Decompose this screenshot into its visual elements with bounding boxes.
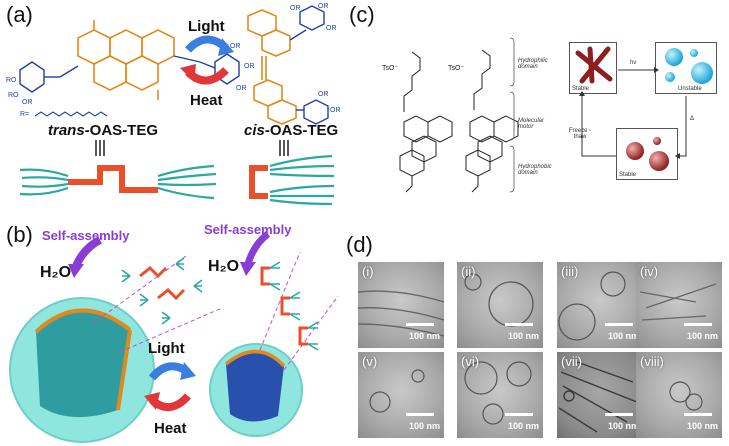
tso-label-1: TsO⁻: [382, 65, 399, 72]
r-definition: R=: [20, 111, 30, 118]
panel-c-structures: [399, 37, 519, 193]
scale-text-iii: 100 nm: [607, 331, 639, 341]
svg-text:OR: OR: [290, 5, 301, 12]
scale-bar-vii: [605, 413, 633, 416]
scale-text-viii: 100 nm: [686, 421, 718, 431]
svg-text:OR: OR: [236, 85, 247, 92]
tem-image-vii: (vii) 100 nm: [557, 352, 643, 438]
tem-image-vi: (vi) 100 nm: [457, 352, 543, 438]
tem-label-v: (v): [362, 354, 378, 369]
svg-text:OR: OR: [22, 99, 33, 106]
panel-b-figure: [9, 231, 339, 443]
trans-cartoon: [19, 164, 217, 200]
self-assembly-label-2: Self-assembly: [204, 222, 292, 237]
panel-a-figure: RO RO OR OR OR OR OR OR OR OR OR: [6, 3, 340, 205]
water-label-2: H₂O: [208, 258, 240, 275]
scale-bar-iii: [605, 323, 633, 326]
unstable-label: Unstable: [678, 86, 702, 92]
svg-text:OR: OR: [230, 43, 241, 50]
tem-label-ii: (ii): [461, 264, 476, 279]
stable-spheres-box: Stable: [616, 128, 678, 180]
tem-label-iii: (iii): [561, 264, 579, 279]
cis-oas-teg-label: cis-OAS-TEG: [244, 122, 339, 139]
freeze-thaw-label: Freeze -thaw: [568, 128, 592, 140]
tso-label-2: TsO⁻: [448, 65, 465, 72]
hv-label: hν: [630, 60, 637, 66]
tem-image-ii: (ii) 100 nm: [457, 262, 543, 348]
tem-image-iii: (iii) 100 nm: [557, 262, 643, 348]
panel-a-heat-label: Heat: [190, 92, 223, 109]
stable-rods-box: Stable: [569, 42, 617, 94]
svg-text:OR: OR: [326, 25, 337, 32]
scale-text-v: 100 nm: [408, 421, 440, 431]
scale-text-ii: 100 nm: [507, 331, 539, 341]
scale-text-vii: 100 nm: [607, 421, 639, 431]
tem-label-i: (i): [362, 264, 374, 279]
hydrophilic-domain-label: Hydrophilic domain: [518, 58, 548, 70]
scale-text-i: 100 nm: [408, 331, 440, 341]
svg-text:OR: OR: [330, 107, 340, 114]
delta-label: Δ: [690, 116, 695, 122]
unstable-spheres-box: Unstable: [655, 42, 717, 94]
scale-bar-viii: [684, 413, 712, 416]
scale-bar-v: [406, 413, 434, 416]
panel-label-b: (b): [6, 222, 33, 247]
tem-image-v: (v) 100 nm: [358, 352, 444, 438]
svg-text:OR: OR: [318, 3, 329, 10]
water-label-1: H₂O: [40, 264, 72, 281]
stable-label-2: Stable: [619, 172, 637, 178]
svg-text:RO: RO: [6, 77, 17, 84]
tem-image-iv: (iv) 100 nm: [636, 262, 722, 348]
tem-label-iv: (iv): [640, 264, 659, 279]
cycle-arrows: [579, 67, 687, 159]
panel-label-c: (c): [349, 2, 375, 27]
scale-text-vi: 100 nm: [507, 421, 539, 431]
scale-bar-vi: [505, 413, 533, 416]
scale-bar-i: [406, 323, 434, 326]
trans-amide-arms: [19, 53, 240, 93]
svg-text:RO: RO: [8, 92, 19, 99]
trans-oas-teg-label: trans-OAS-TEG: [48, 122, 159, 139]
panel-label-a: (a): [6, 2, 33, 27]
tem-label-vii: (vii): [561, 354, 582, 369]
molecular-motor-label: Molecular motor: [518, 118, 545, 130]
scale-bar-iv: [684, 323, 712, 326]
svg-text:OR: OR: [244, 63, 255, 70]
tem-image-viii: (viii) 100 nm: [636, 352, 722, 438]
cis-molecule-structure: [247, 9, 297, 125]
tem-label-viii: (viii): [640, 354, 664, 369]
panel-label-d: (d): [346, 232, 373, 257]
svg-text:OR: OR: [318, 91, 329, 98]
stable-label-1: Stable: [572, 86, 590, 92]
scale-text-iv: 100 nm: [686, 331, 718, 341]
panel-b-heat-label: Heat: [154, 420, 187, 437]
hydrophobic-domain-label: Hydrophobic domain: [518, 164, 552, 176]
tem-image-i: (i) 100 nm: [358, 262, 444, 348]
panel-b-light-label: Light: [148, 340, 185, 357]
panel-a-light-label: Light: [188, 18, 225, 35]
scale-bar-ii: [505, 323, 533, 326]
trans-molecule-structure: [77, 20, 175, 100]
tem-label-vi: (vi): [461, 354, 480, 369]
self-assembly-label-1: Self-assembly: [42, 228, 130, 243]
